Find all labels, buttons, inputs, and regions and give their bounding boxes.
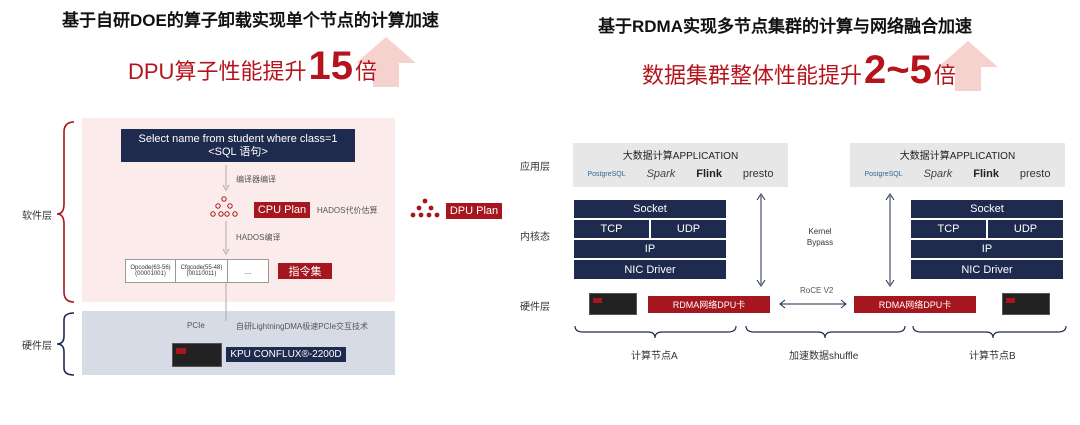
nic-driver-a: NIC Driver <box>573 259 727 280</box>
right-title: 基于RDMA实现多节点集群的计算与网络融合加速 <box>598 17 972 36</box>
tcp-b: TCP <box>910 219 987 239</box>
layer-braces <box>56 121 75 376</box>
cfgcode-cell: Cfgcode(55-48) (00110011) <box>176 260 228 282</box>
hardware-layer-label: 硬件层 <box>22 341 52 352</box>
instruction-set-badge: 指令集 <box>278 263 332 279</box>
dpu-tree-icon <box>410 198 440 218</box>
postgres-logo-a: PostgreSQL <box>587 170 626 178</box>
bypass-arrow-a <box>756 193 766 287</box>
cfgcode-line-1: Cfgcode(55-48) <box>180 265 223 271</box>
kernel-layer-label: 内核态 <box>520 232 550 243</box>
opcode-cell: Opcode(63-56) (00001001) <box>126 260 176 282</box>
kpu-card-icon <box>172 343 222 367</box>
dpu-card-icon-b <box>1002 293 1050 315</box>
roce-label: RoCE V2 <box>800 286 834 295</box>
software-layer-label: 软件层 <box>22 211 52 222</box>
pcie-label: PCIe <box>187 321 205 330</box>
left-headline-prefix: DPU算子性能提升 <box>128 59 307 84</box>
left-up-arrow <box>356 37 416 87</box>
left-headline-number: 15 <box>308 44 353 88</box>
app-title-b: 大数据计算APPLICATION <box>899 151 1016 162</box>
pcie-tech-label: 自研LightningDMA极速PCIe交互技术 <box>236 322 369 331</box>
postgres-logo-b: PostgreSQL <box>864 170 903 178</box>
rdma-card-a: RDMA网络DPU卡 <box>648 296 770 313</box>
flow-arrows <box>222 165 230 321</box>
app-layer-label: 应用层 <box>520 162 550 173</box>
nic-driver-b: NIC Driver <box>910 259 1064 280</box>
opcode-table: Opcode(63-56) (00001001) Cfgcode(55-48) … <box>125 259 269 283</box>
left-headline: DPU算子性能提升 15 倍 <box>128 44 377 89</box>
node-b-label: 计算节点B <box>969 351 1016 362</box>
ip-b: IP <box>910 239 1064 259</box>
right-headline-prefix: 数据集群整体性能提升 <box>642 63 863 88</box>
presto-logo-a: presto <box>742 168 774 180</box>
right-headline: 数据集群整体性能提升 2~5 倍 <box>642 48 956 93</box>
right-headline-suffix: 倍 <box>933 63 956 88</box>
hardware-layer-panel <box>82 311 395 375</box>
left-headline-suffix: 倍 <box>354 59 377 84</box>
udp-b: UDP <box>987 219 1064 239</box>
sql-line-1: Select name from student where class=1 <box>138 132 338 145</box>
tcp-a: TCP <box>573 219 650 239</box>
right-up-arrow <box>938 41 998 91</box>
rdma-card-b: RDMA网络DPU卡 <box>854 296 976 313</box>
socket-b: Socket <box>910 199 1064 219</box>
opcode-line-2: (00001001) <box>135 271 166 277</box>
kernel-bypass-line-1: Kernel <box>808 227 832 236</box>
network-stack-a: Socket TCP UDP IP NIC Driver <box>573 199 727 281</box>
ellipsis-cell: ... <box>244 266 252 276</box>
roce-arrow <box>779 299 847 309</box>
cost-estimate-label: HADOS代价估算 <box>317 206 378 215</box>
opcode-line-1: Opcode(63-56) <box>130 265 171 271</box>
node-a-label: 计算节点A <box>631 351 678 362</box>
flink-logo-a: Flink <box>696 168 722 180</box>
right-headline-number: 2~5 <box>864 48 932 92</box>
kpu-label-box: KPU CONFLUX®-2200D <box>226 347 346 362</box>
cfgcode-line-2: (00110011) <box>186 271 217 277</box>
udp-a: UDP <box>650 219 727 239</box>
dpu-card-icon-a <box>589 293 637 315</box>
spark-logo-b: Spark <box>923 168 953 180</box>
left-title: 基于自研DOE的算子卸载实现单个节点的计算加速 <box>62 11 439 30</box>
kernel-bypass-label: Kernel Bypass <box>800 226 840 248</box>
dpu-plan-badge: DPU Plan <box>446 203 502 219</box>
app-box-b: 大数据计算APPLICATION PostgreSQL Spark Flink … <box>850 143 1065 187</box>
kernel-bypass-line-2: Bypass <box>806 238 834 247</box>
spark-logo-a: Spark <box>646 168 676 180</box>
hardware-layer-label-right: 硬件层 <box>520 302 550 313</box>
flink-logo-b: Flink <box>973 168 999 180</box>
hados-compile-label: HADOS编译 <box>236 233 281 242</box>
network-stack-b: Socket TCP UDP IP NIC Driver <box>910 199 1064 281</box>
ip-a: IP <box>573 239 727 259</box>
compiler-label: 编译器编译 <box>236 175 276 184</box>
app-title-a: 大数据计算APPLICATION <box>622 151 739 162</box>
socket-a: Socket <box>573 199 727 219</box>
shuffle-label: 加速数据shuffle <box>789 351 859 362</box>
bypass-arrow-b <box>885 193 895 287</box>
app-box-a: 大数据计算APPLICATION PostgreSQL Spark Flink … <box>573 143 788 187</box>
tree-icon <box>210 196 238 218</box>
sql-statement-box: Select name from student where class=1 <… <box>121 129 355 162</box>
sql-line-2: <SQL 语句> <box>208 145 268 158</box>
cpu-plan-badge: CPU Plan <box>254 202 310 218</box>
presto-logo-b: presto <box>1019 168 1051 180</box>
node-braces <box>574 325 1067 339</box>
